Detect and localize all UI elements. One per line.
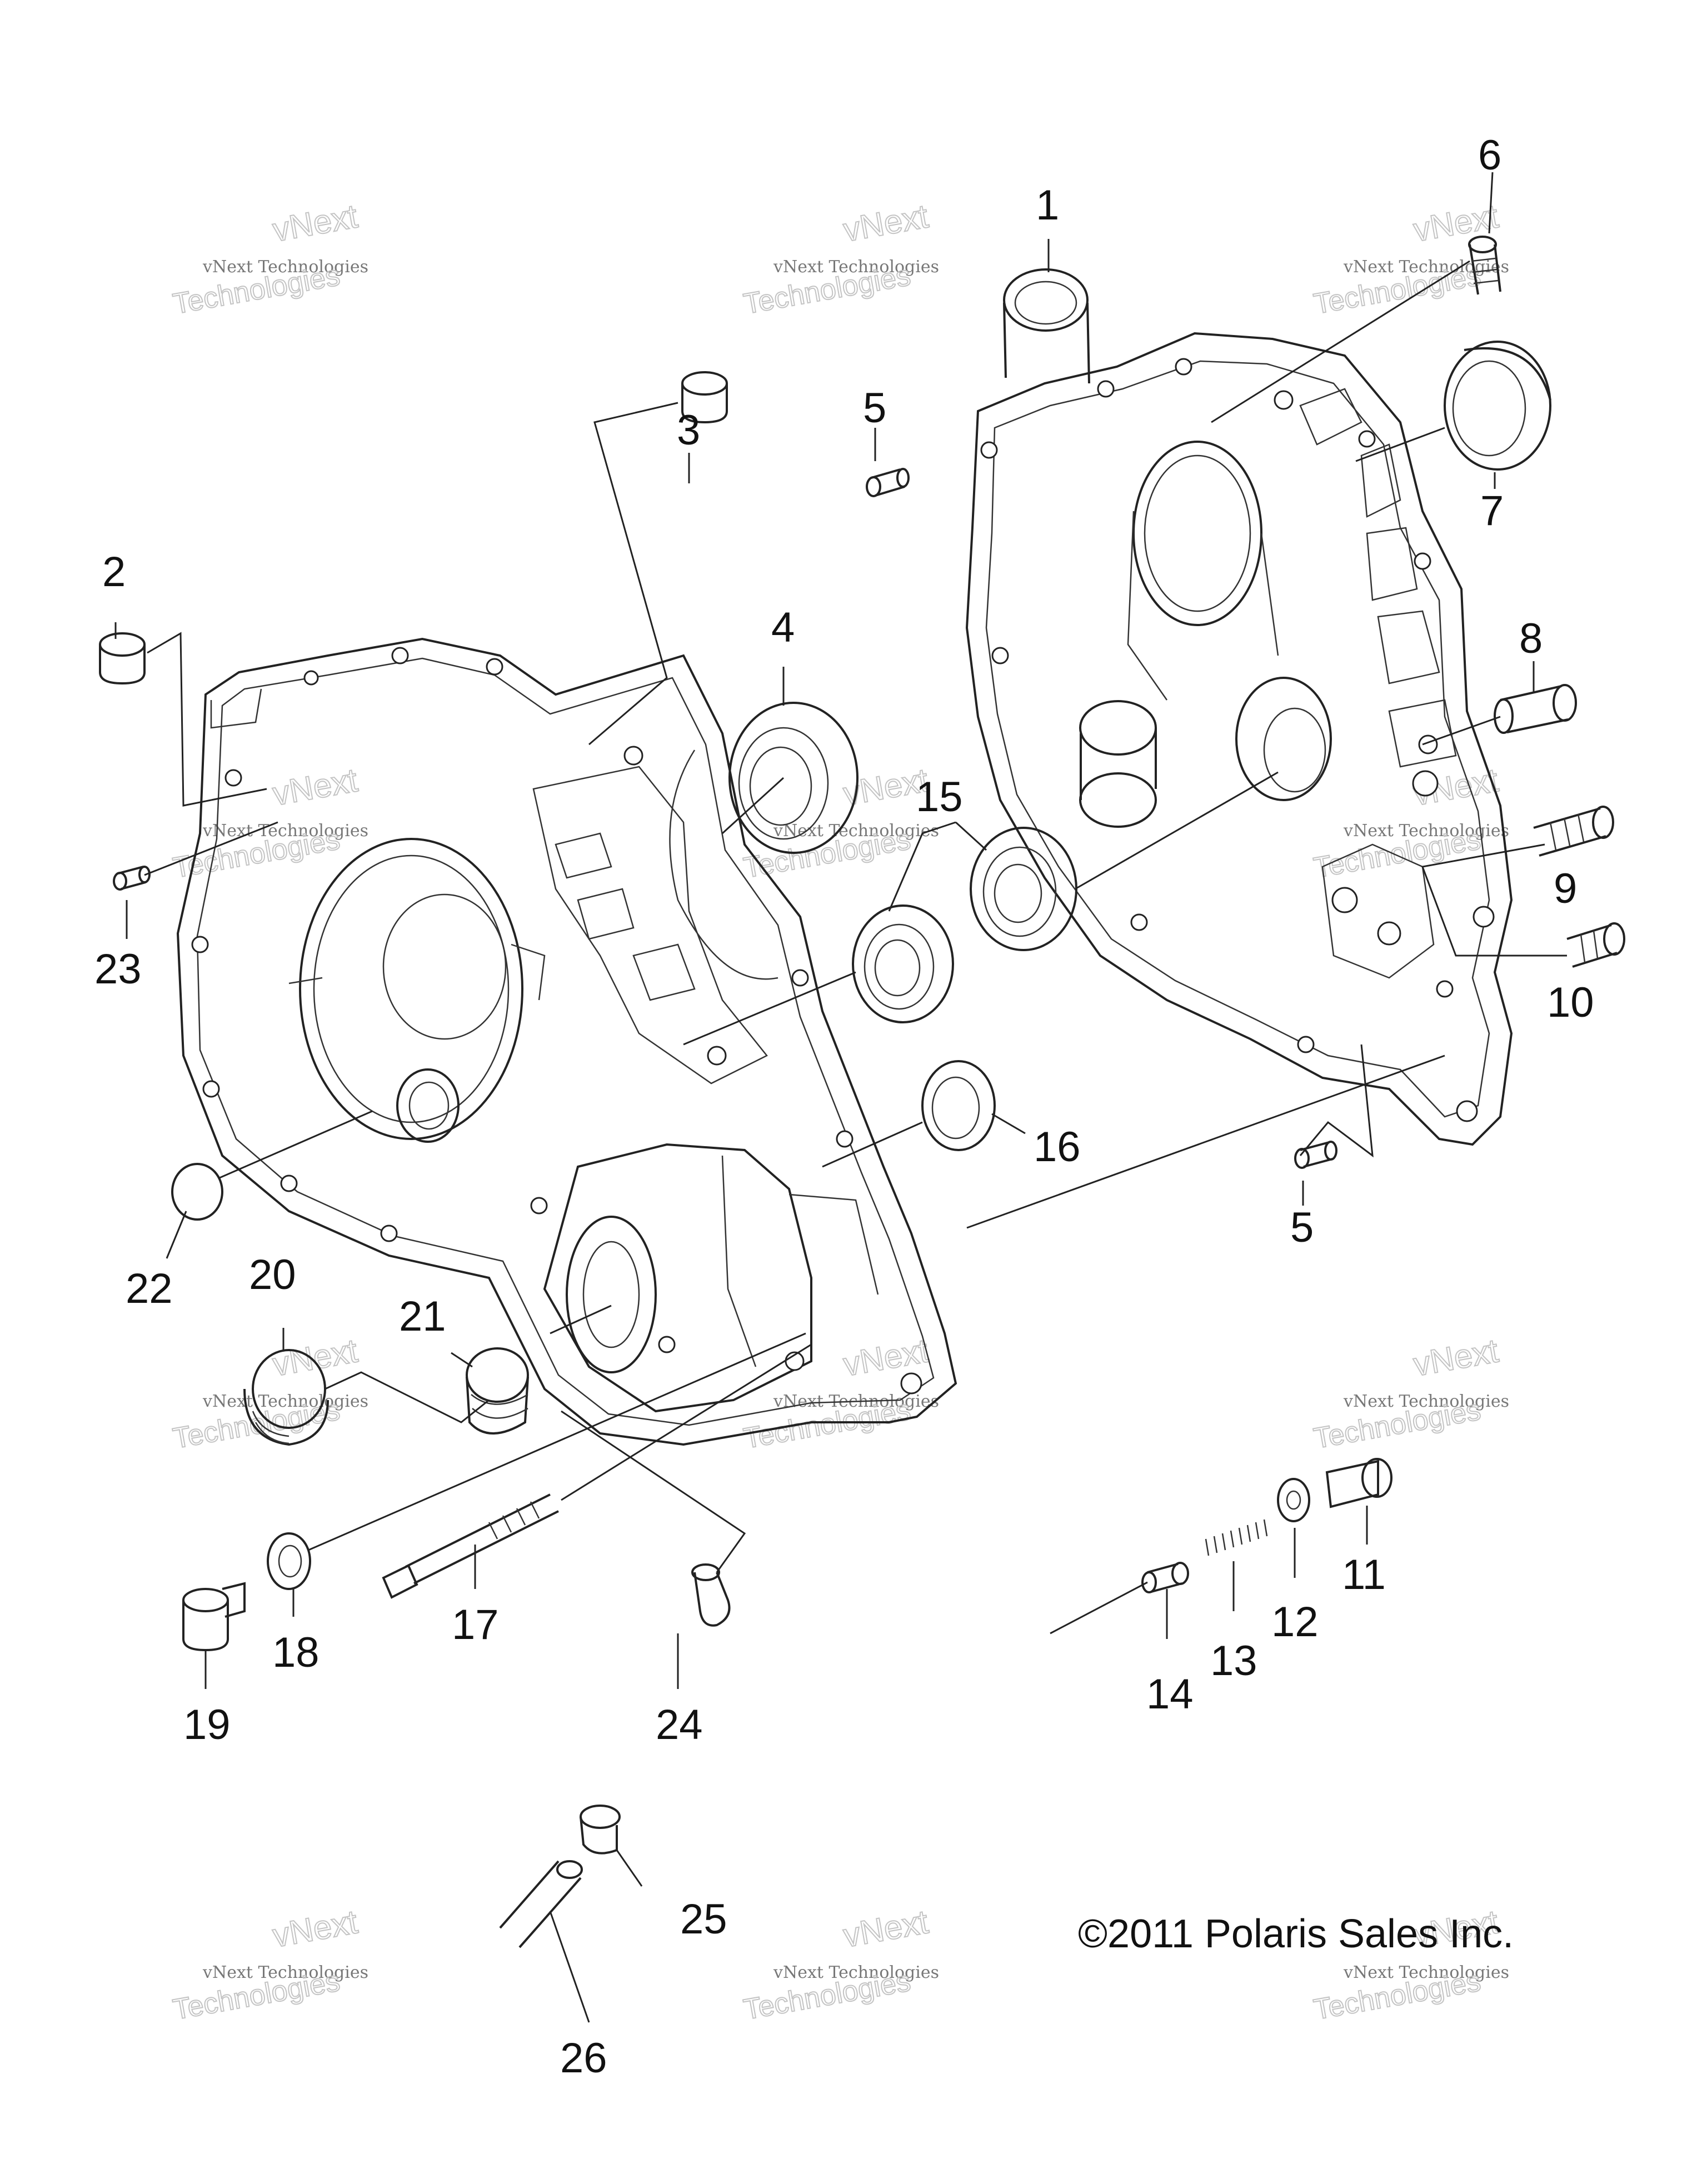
part-15-bearing-a	[970, 827, 1077, 951]
watermark-vnext: vNext	[270, 197, 361, 249]
callout-24: 24	[656, 1701, 703, 1748]
copyright-text: ©2011 Polaris Sales Inc.	[1078, 1912, 1514, 1956]
callout-7: 7	[1480, 487, 1504, 534]
part-4-bearing	[728, 702, 859, 854]
part-8-sleeve	[1494, 684, 1577, 734]
watermark-vnext: vNext	[1411, 197, 1501, 249]
callout-21: 21	[399, 1293, 446, 1340]
callout-12: 12	[1271, 1598, 1319, 1646]
watermark-text: vNext Technologies	[1343, 1963, 1509, 1982]
watermark-vnext: vNext	[841, 197, 931, 249]
callout-6: 6	[1478, 132, 1501, 179]
part-10-fitting	[1566, 922, 1625, 968]
callout-5-top: 5	[863, 384, 886, 432]
part-15-bearing-b	[852, 904, 954, 1023]
callout-15: 15	[916, 773, 963, 821]
watermark-text: vNext Technologies	[773, 821, 939, 841]
watermark-vnext: vNext	[1411, 1332, 1501, 1383]
callout-5-bottom: 5	[1290, 1204, 1314, 1251]
part-9-fitting	[1533, 806, 1614, 857]
leader-lines	[114, 172, 1567, 2023]
part-25-bushing	[580, 1805, 621, 1855]
part-21-seal	[466, 1347, 529, 1435]
watermark-text: vNext Technologies	[202, 1963, 368, 1982]
crankcase-left	[176, 637, 957, 1446]
watermark-2: vNext vNext Technologies Technologies	[741, 197, 939, 321]
callout-10: 10	[1547, 979, 1594, 1026]
callout-19: 19	[183, 1701, 231, 1748]
watermark-vnext: vNext	[270, 1903, 361, 1955]
part-18-washer	[267, 1532, 311, 1590]
watermark-1: vNext vNext Technologies Technologies	[170, 197, 368, 321]
callout-13: 13	[1210, 1637, 1257, 1685]
part-16-bearing	[921, 1060, 996, 1151]
callout-11: 11	[1342, 1551, 1386, 1598]
callouts: 1 2 3 4 5 5 6 7 8 9 10 11 12 13 14 15 16…	[94, 132, 1594, 2082]
part-14-plunger	[1141, 1562, 1189, 1593]
part-26-tube	[499, 1860, 583, 1948]
watermark-10: vNext vNext Technologies Technologies	[170, 1902, 368, 2027]
part-3-dowel-bushing	[681, 371, 728, 424]
watermark-text: vNext Technologies	[1343, 1392, 1509, 1411]
watermark-text: vNext Technologies	[773, 257, 939, 277]
part-13-spring	[1205, 1519, 1268, 1556]
callout-9: 9	[1554, 865, 1577, 912]
crankcase-cover-right	[965, 268, 1513, 1146]
watermark-text: vNext Technologies	[202, 821, 368, 841]
callout-25: 25	[680, 1896, 727, 1943]
callout-1: 1	[1036, 182, 1059, 229]
callout-16: 16	[1034, 1123, 1081, 1171]
callout-8: 8	[1519, 615, 1543, 662]
watermark-11: vNext vNext Technologies Technologies	[741, 1902, 939, 2027]
part-12-washer	[1277, 1478, 1310, 1522]
callout-23: 23	[94, 946, 142, 993]
callout-17: 17	[452, 1601, 499, 1648]
watermark-text: vNext Technologies	[202, 1392, 368, 1411]
callout-2: 2	[102, 548, 126, 596]
callout-3: 3	[677, 407, 700, 454]
part-11-plug	[1325, 1458, 1392, 1508]
watermark-3: vNext vNext Technologies Technologies	[1311, 197, 1509, 321]
part-19-drain-plug	[182, 1582, 246, 1652]
callout-18: 18	[272, 1629, 320, 1676]
watermark-text: vNext Technologies	[773, 1963, 939, 1982]
part-22-expansion-plug	[171, 1163, 223, 1221]
part-24-orifice	[691, 1563, 731, 1627]
part-2-dowel-bushing	[99, 632, 146, 685]
callout-14: 14	[1146, 1671, 1194, 1718]
part-17-long-bolt	[382, 1493, 559, 1599]
part-5-dowel-pin-top	[866, 468, 910, 497]
callout-20: 20	[249, 1251, 296, 1298]
watermark-vnext: vNext	[270, 761, 361, 813]
part-6-bolt	[1468, 236, 1501, 295]
part-7-oil-seal	[1444, 341, 1551, 471]
callout-22: 22	[126, 1265, 173, 1312]
callout-4: 4	[771, 604, 795, 651]
part-23-dowel-pin	[113, 866, 151, 891]
watermark-9: vNext vNext Technologies Technologies	[1311, 1331, 1509, 1456]
watermark-vnext: vNext	[841, 1903, 931, 1955]
callout-26: 26	[560, 2035, 607, 2082]
watermark-text: vNext Technologies	[202, 257, 368, 277]
